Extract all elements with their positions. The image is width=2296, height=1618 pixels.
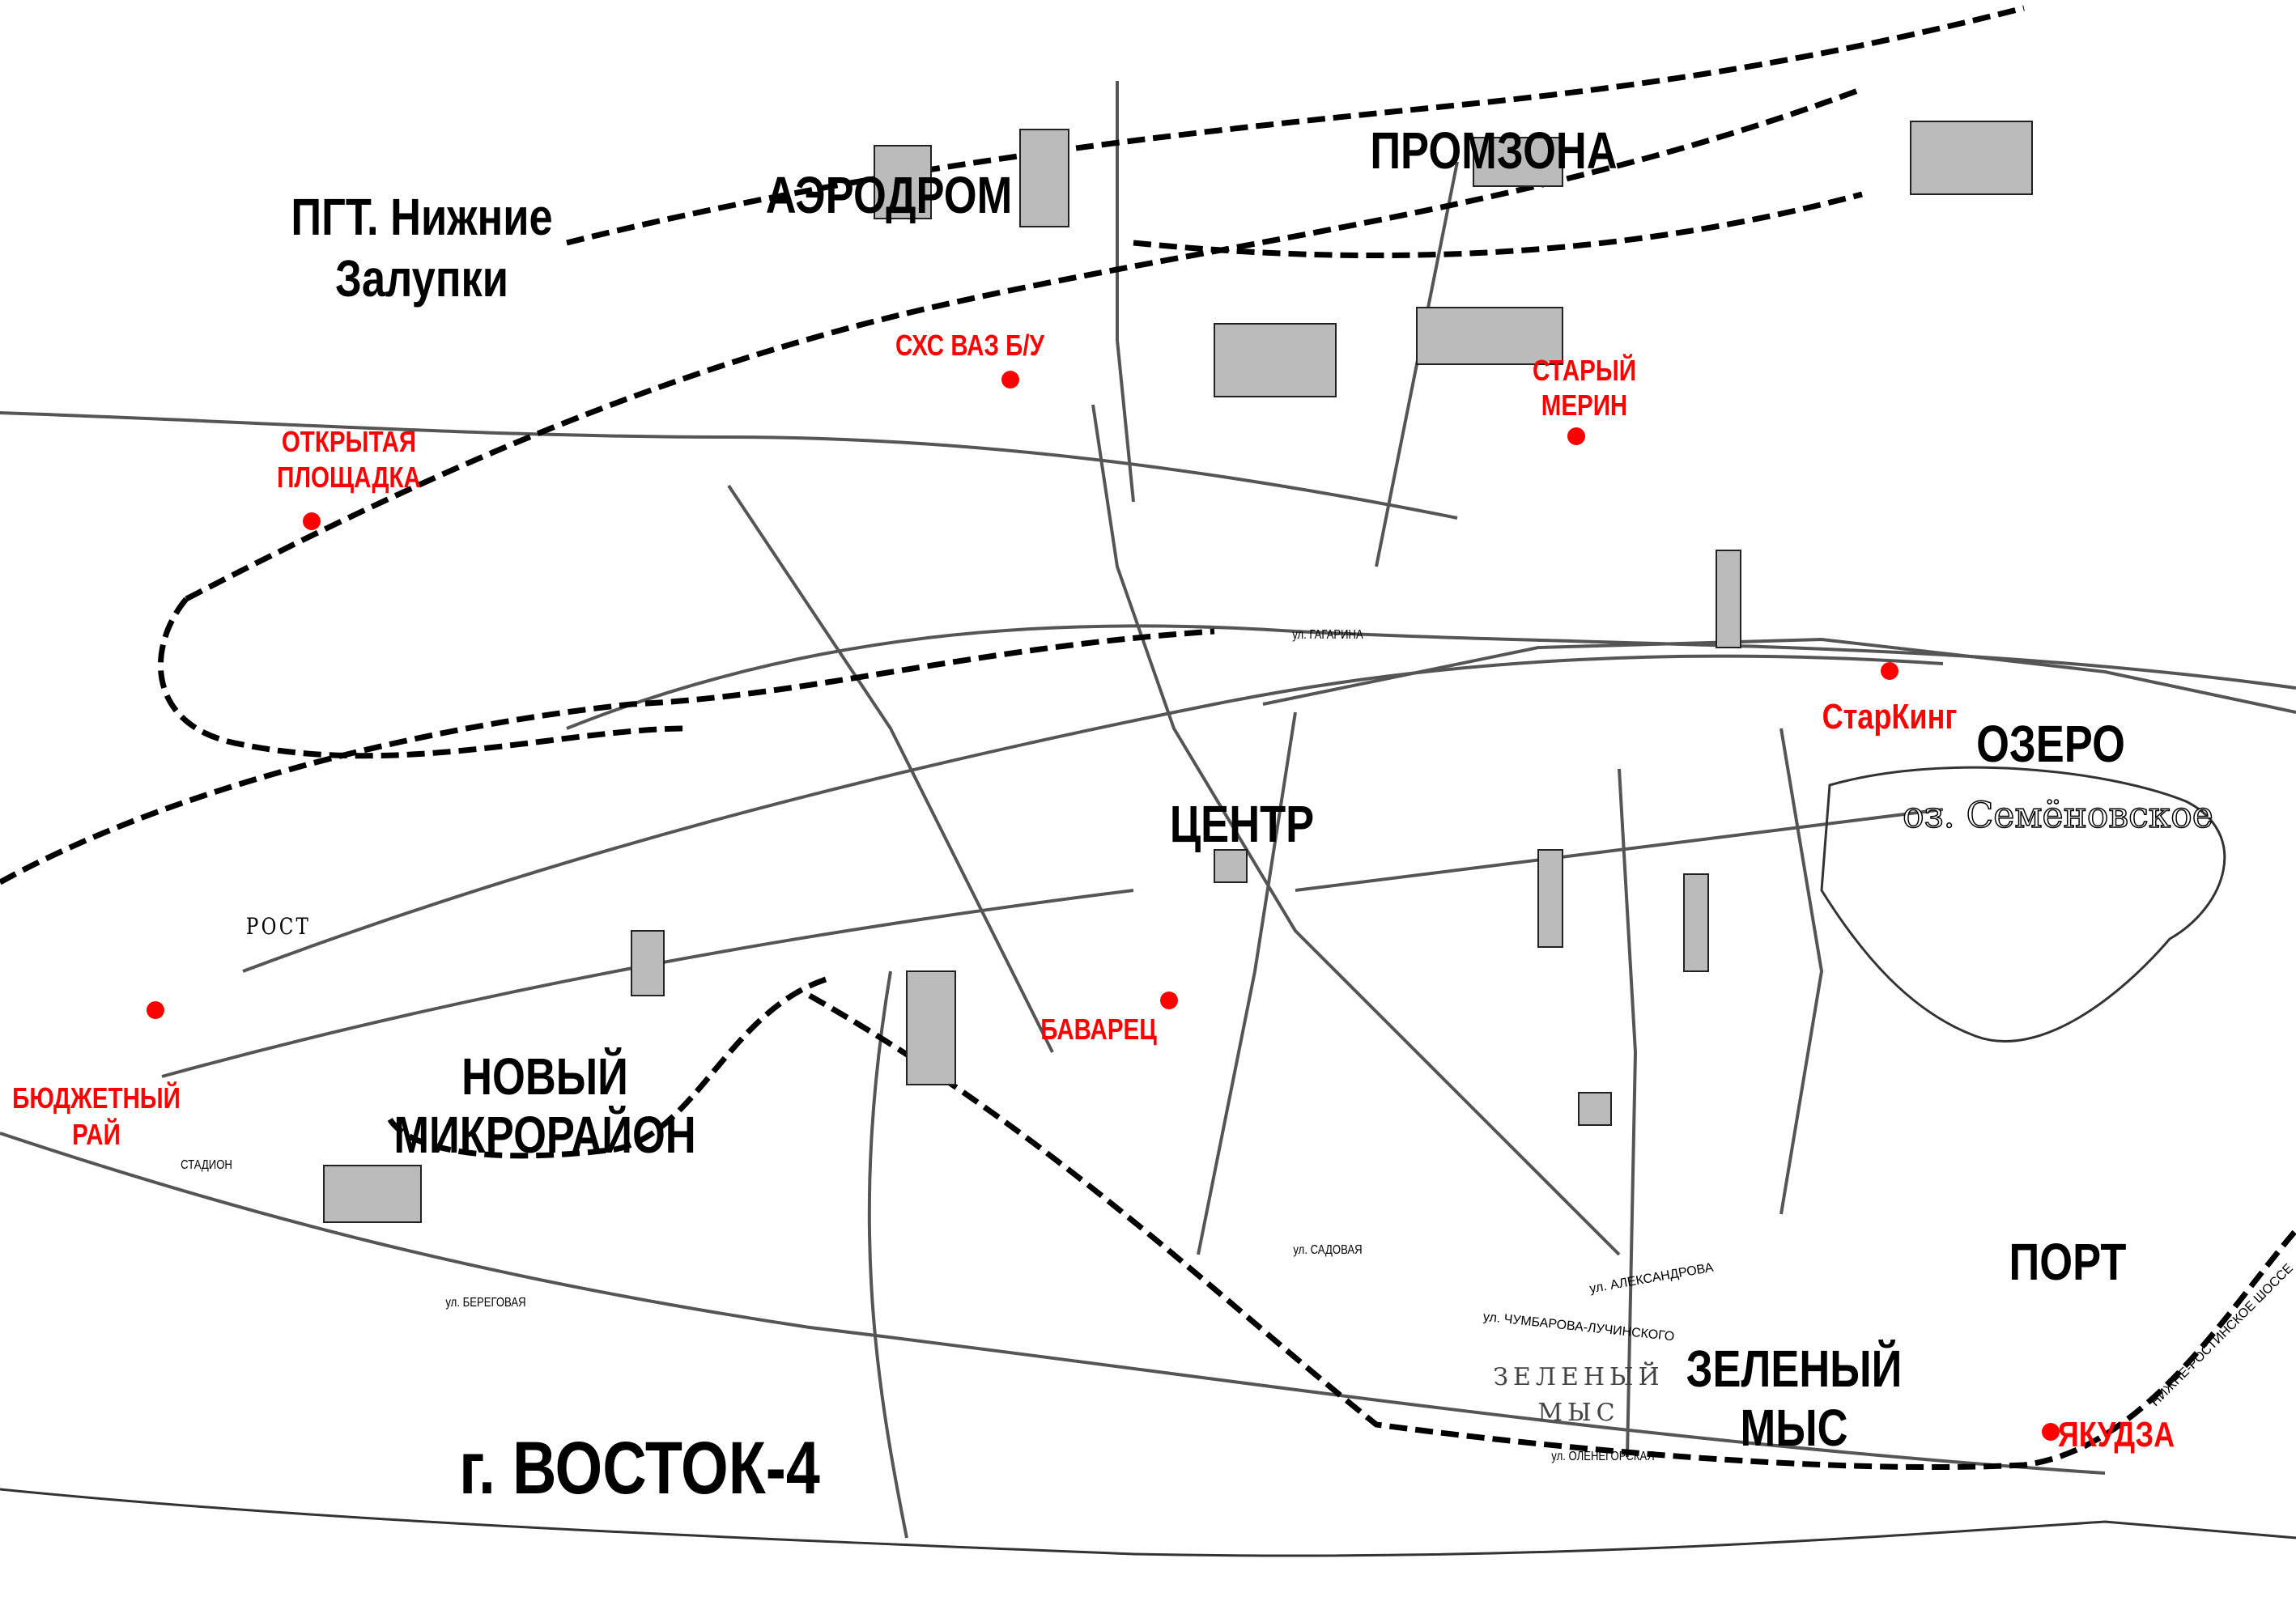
marker-starking[interactable]: [1881, 662, 1898, 680]
coastline: [0, 1488, 2296, 1557]
street-label: ул. САДОВАЯ: [1293, 1243, 1363, 1257]
base-label-mys: МЫС: [1537, 1399, 1620, 1427]
lake-semenovskoe: [1820, 766, 2226, 1043]
place-label-otkrytaya: ОТКРЫТАЯ: [281, 425, 417, 458]
lake-label: оз. Семёновское: [1902, 795, 2213, 836]
district-label-port: ПОРТ: [2009, 1233, 2127, 1291]
base-label-zeleny: ЗЕЛЕНЫЙ: [1493, 1363, 1665, 1391]
district-label-pgt: ПГТ. Нижние: [291, 188, 553, 246]
district-label-novyi: НОВЫЙ: [461, 1047, 628, 1106]
buildings: [323, 121, 2033, 1223]
street-label: ул. ОЛЕНЕГОРСКАЯ: [1551, 1450, 1655, 1463]
marker-bavarets[interactable]: [1160, 992, 1178, 1009]
marker-shs-vaz[interactable]: [1001, 371, 1019, 389]
district-label-pgt: Залупки: [334, 249, 509, 308]
place-label-stary-merin: СТАРЫЙ: [1533, 354, 1636, 387]
marker-budget[interactable]: [147, 1001, 164, 1019]
place-label-starking: СтарКинг: [1822, 697, 1958, 737]
place-label-bavarets: БАВАРЕЦ: [1040, 1013, 1157, 1046]
district-label-aerodrom: АЭРОДРОМ: [765, 166, 1013, 224]
district-label-zeleny-mys: МЫС: [1740, 1399, 1848, 1457]
place-label-stary-merin: МЕРИН: [1541, 389, 1628, 422]
city-title: г. ВОСТОК-4: [459, 1427, 820, 1510]
marker-yakudza[interactable]: [2042, 1423, 2060, 1441]
street-label: ул. БЕРЕГОВАЯ: [445, 1296, 526, 1310]
base-label-rost: РОСТ: [245, 913, 312, 940]
railways: [0, 5, 2296, 1471]
place-label-otkrytaya: ПЛОЩАДКА: [277, 461, 421, 494]
place-label-shs-vaz: СХС ВАЗ Б/У: [895, 329, 1044, 362]
district-label-centr: ЦЕНТР: [1169, 795, 1315, 853]
district-label-zeleny-mys: ЗЕЛЕНЫЙ: [1686, 1340, 1903, 1398]
marker-otkrytaya[interactable]: [303, 512, 321, 530]
district-label-promzona: ПРОМЗОНА: [1370, 121, 1618, 180]
place-label-yakudza: ЯКУДЗА: [2057, 1415, 2175, 1455]
place-label-budget: БЮДЖЕТНЫЙ: [12, 1081, 181, 1115]
street-label: ул. ГАГАРИНА: [1292, 628, 1363, 642]
district-label-novyi: МИКРОРАЙОН: [393, 1106, 696, 1164]
base-label-stadium: СТАДИОН: [181, 1158, 232, 1172]
district-label-ozero: ОЗЕРО: [1976, 715, 2125, 773]
place-label-budget: РАЙ: [72, 1118, 121, 1151]
marker-stary-merin[interactable]: [1567, 427, 1585, 445]
